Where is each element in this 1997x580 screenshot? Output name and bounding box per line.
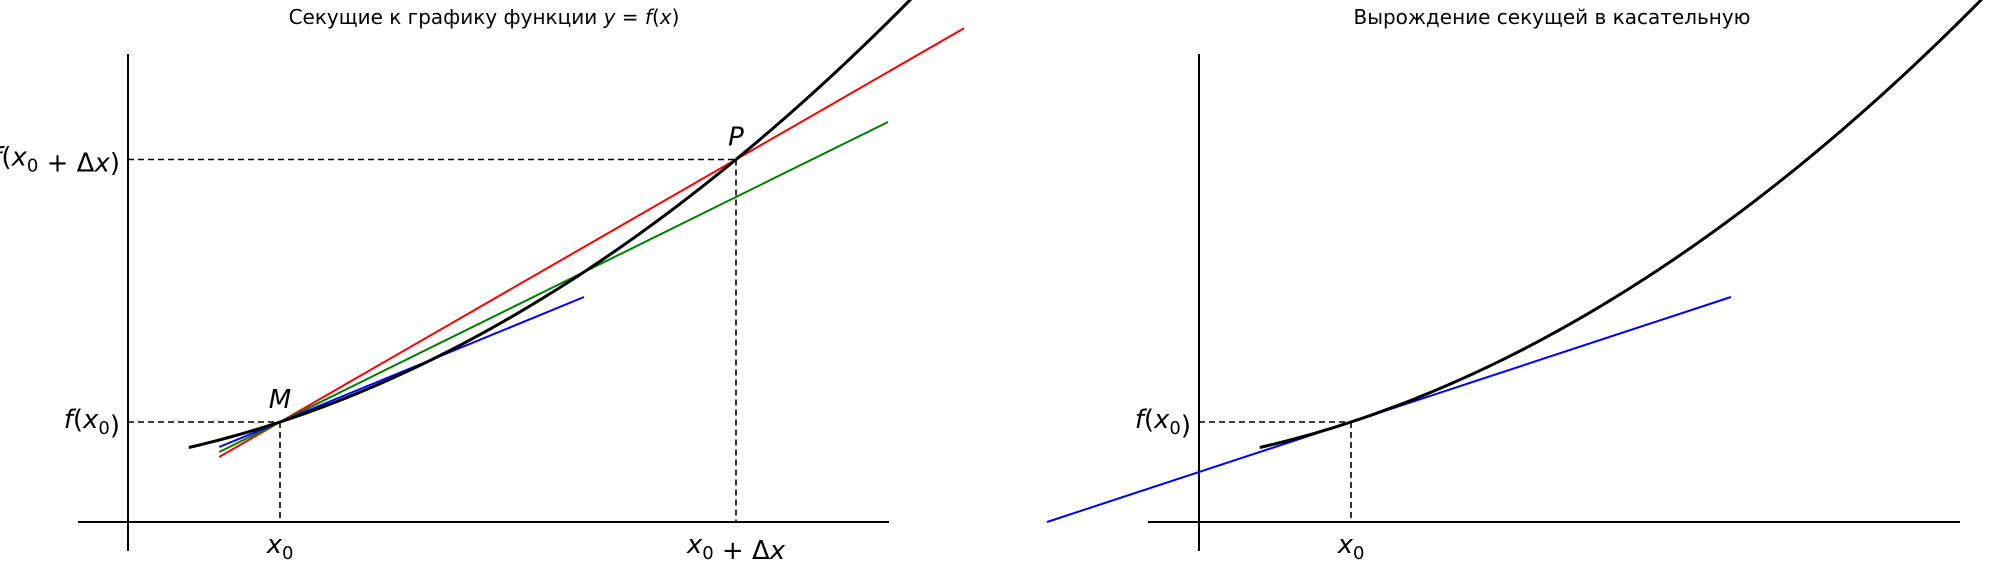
function-curve [188, 0, 913, 449]
x-tick-label-1: x0 [1337, 530, 1365, 564]
y-tick-label-1: f(x0) [1135, 405, 1191, 441]
chart-title: Вырождение секущей в касательную [1353, 5, 1750, 29]
x-tick-label-1: x0 [266, 530, 294, 564]
y-tick-label-2: f(x0 + Δx) [0, 143, 120, 179]
x-tick-label-2: x0 + Δx [686, 530, 786, 566]
function-curve [1259, 0, 1984, 449]
y-tick-label-1: f(x0) [64, 405, 120, 441]
point-label-M: M [269, 385, 291, 415]
chart-panel-2: Вырождение секущей в касательную x0 f(x0) [1046, 0, 1984, 564]
secant-line-1 [218, 27, 965, 458]
point-label-P: P [728, 123, 744, 153]
chart-title: Секущие к графику функции y = f(x) [289, 5, 680, 29]
chart-panel-1: Секущие к графику функции y = f(x) M Px0 x0… [0, 0, 965, 566]
secant-line-2 [218, 121, 889, 453]
